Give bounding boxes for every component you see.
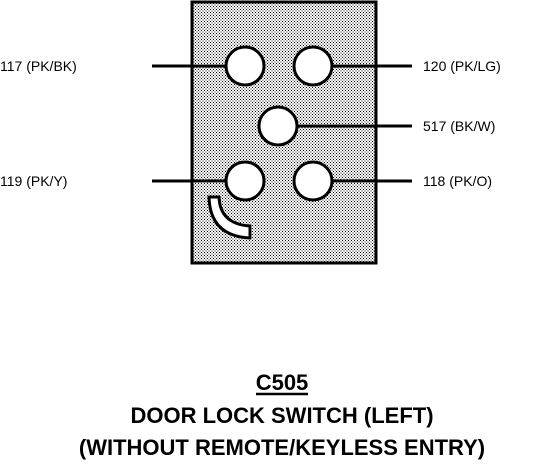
circuit-number: 119	[0, 173, 23, 189]
pin-label-517: 517 (BK/W)	[423, 118, 495, 134]
pin-cavity-517	[257, 105, 299, 147]
wire-color: (PK/BK)	[26, 58, 77, 74]
wire-color: (PK/LG)	[450, 58, 501, 74]
pin-label-119: 119 (PK/Y)	[0, 173, 67, 189]
wire-color: (BK/W)	[450, 118, 495, 134]
circuit-number: 517	[423, 118, 447, 134]
pin-label-118: 118 (PK/O)	[423, 173, 492, 189]
circuit-number: 120	[423, 58, 447, 74]
circuit-number: 117	[0, 58, 23, 74]
pin-cavity-118	[292, 160, 334, 202]
pin-label-120: 120 (PK/LG)	[423, 58, 501, 74]
component-qualifier: (WITHOUT REMOTE/KEYLESS ENTRY)	[79, 435, 485, 460]
pin-cavity-117	[224, 45, 266, 87]
connector-id-title: C505	[256, 370, 309, 395]
wire-color: (PK/O)	[449, 173, 492, 189]
component-name: DOOR LOCK SWITCH (LEFT)	[130, 403, 433, 428]
pin-cavity-119	[224, 160, 266, 202]
pin-label-117: 117 (PK/BK)	[0, 58, 77, 74]
wire-color: (PK/Y)	[26, 173, 67, 189]
pin-cavity-120	[292, 45, 334, 87]
keying-tab	[207, 195, 252, 240]
circuit-number: 118	[423, 173, 446, 189]
